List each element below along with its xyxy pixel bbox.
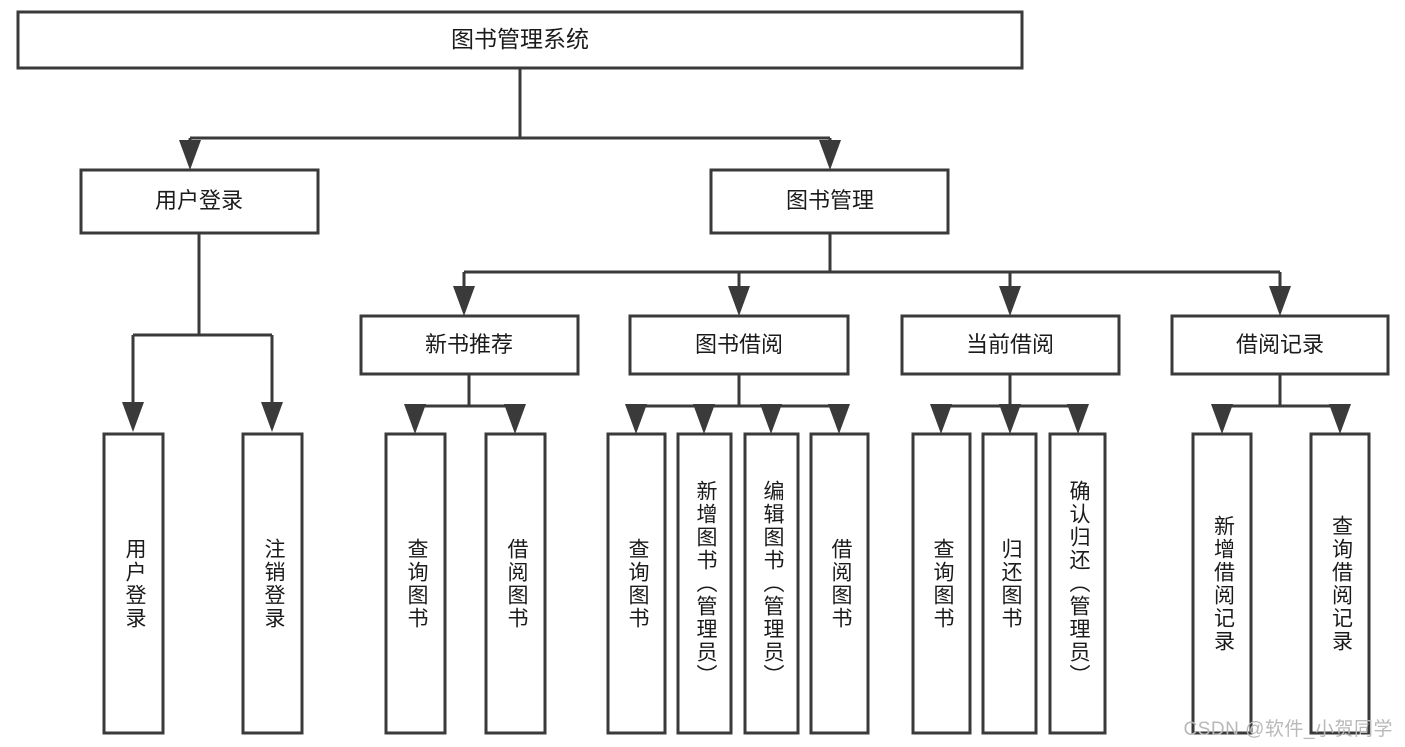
leaf-logout-login-box[interactable] (241, 432, 304, 735)
arrow-to-leaf-add-book (693, 404, 715, 434)
leaf-add-book-box[interactable] (676, 432, 733, 735)
arrow-to-book-manage (819, 140, 841, 170)
node-new-book-recommend[interactable]: 新书推荐 (359, 314, 580, 376)
arrow-to-book-borrow (728, 286, 750, 316)
arrow-to-leaf-borrow-book-1 (504, 404, 526, 434)
node-borrow-record-box[interactable] (1170, 314, 1390, 376)
leaf-borrow-book-2-box[interactable] (809, 432, 870, 735)
node-book-manage-label: 图书管理 (786, 188, 874, 213)
arrow-to-current-borrow (999, 286, 1021, 316)
connector-layer (122, 68, 1351, 434)
leaf-confirm-return-box[interactable] (1048, 432, 1107, 735)
arrow-to-leaf-add-record (1211, 404, 1233, 434)
arrow-to-borrow-record (1269, 286, 1291, 316)
arrow-to-leaf-return-book (999, 404, 1021, 434)
leaf-query-book-2-box[interactable] (606, 432, 667, 735)
leaf-box-layer (102, 432, 1371, 735)
arrow-to-leaf-query-book-2 (625, 404, 647, 434)
node-current-borrow-label: 当前借阅 (966, 332, 1054, 357)
leaf-edit-book-box[interactable] (743, 432, 800, 735)
node-current-borrow-box[interactable] (900, 314, 1121, 376)
node-borrow-record-label: 借阅记录 (1236, 332, 1324, 357)
leaf-return-book-box[interactable] (981, 432, 1038, 735)
node-book-borrow[interactable]: 图书借阅 (628, 314, 850, 376)
arrow-to-leaf-logout-login (261, 402, 283, 432)
node-current-borrow[interactable]: 当前借阅 (900, 314, 1121, 376)
leaf-query-book-1-box[interactable] (384, 432, 447, 735)
node-book-borrow-label: 图书借阅 (695, 332, 783, 357)
arrow-to-user-login (179, 140, 201, 170)
arrow-to-leaf-user-login (122, 402, 144, 432)
node-user-login[interactable]: 用户登录 (79, 168, 320, 235)
arrow-to-leaf-query-record (1329, 404, 1351, 434)
leaf-add-record-box[interactable] (1191, 432, 1253, 735)
arrow-to-leaf-confirm-return (1067, 404, 1089, 434)
node-new-book-recommend-label: 新书推荐 (425, 332, 513, 357)
node-book-borrow-box[interactable] (628, 314, 850, 376)
arrow-to-leaf-query-book-1 (404, 404, 426, 434)
arrow-to-leaf-query-book-3 (930, 404, 952, 434)
node-root[interactable]: 图书管理系统 (16, 10, 1024, 70)
watermark-text: CSDN @软件_小贺同学 (1183, 719, 1393, 740)
node-root-label: 图书管理系统 (451, 26, 589, 52)
node-new-book-recommend-box[interactable] (359, 314, 580, 376)
arrow-to-new-book-recommend (453, 286, 475, 316)
leaf-borrow-book-1-box[interactable] (484, 432, 547, 735)
arrow-to-leaf-edit-book (760, 404, 782, 434)
node-user-login-label: 用户登录 (155, 188, 243, 213)
arrow-to-leaf-borrow-book-2 (828, 404, 850, 434)
node-user-login-box[interactable] (79, 168, 320, 235)
node-borrow-record[interactable]: 借阅记录 (1170, 314, 1390, 376)
node-book-manage[interactable]: 图书管理 (709, 168, 950, 235)
node-root-box[interactable] (16, 10, 1024, 70)
leaf-query-book-3-box[interactable] (911, 432, 972, 735)
leaf-user-login-box[interactable] (102, 432, 165, 735)
leaf-query-record-box[interactable] (1309, 432, 1371, 735)
node-book-manage-box[interactable] (709, 168, 950, 235)
